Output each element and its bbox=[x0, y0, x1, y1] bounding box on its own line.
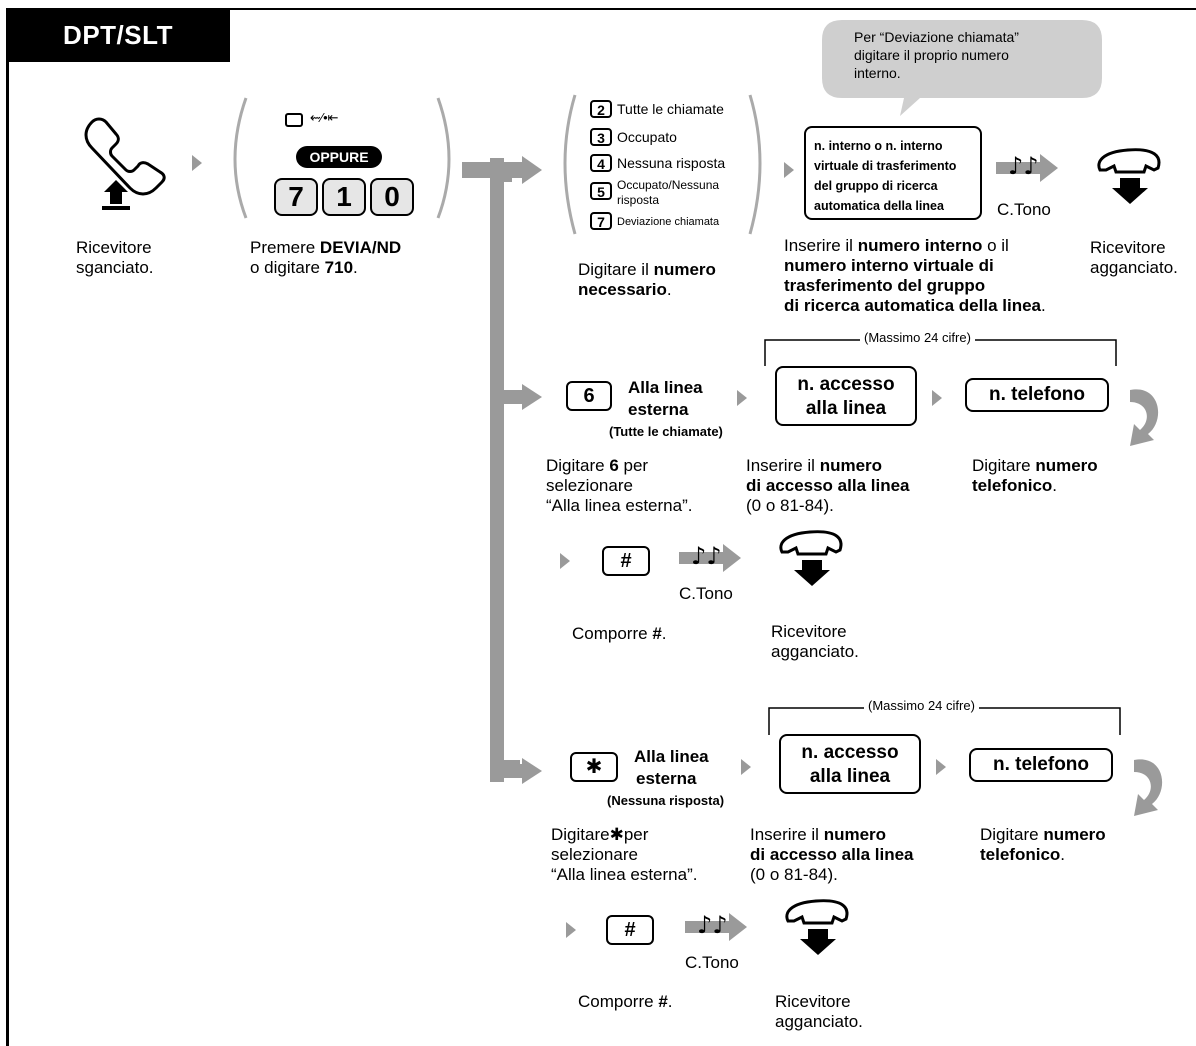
arrow-b6-2 bbox=[932, 390, 942, 406]
tone-arrow-1 bbox=[996, 154, 1058, 182]
ctono-label-2: C.Tono bbox=[679, 584, 733, 603]
ctono-label-1: C.Tono bbox=[997, 200, 1051, 219]
option-label-5: Occupato/Nessuna risposta bbox=[617, 178, 720, 207]
option-key-7[interactable]: 7 bbox=[590, 212, 612, 230]
phone-number-box-2[interactable]: n. telefono bbox=[969, 748, 1113, 782]
ctono-label-3: C.Tono bbox=[685, 953, 739, 972]
option-key-2[interactable]: 2 bbox=[590, 100, 612, 118]
phone-number-box-1[interactable]: n. telefono bbox=[965, 378, 1109, 412]
branch-star-label: Alla linea esterna bbox=[634, 747, 709, 788]
hangup-caption-1: Ricevitore agganciato. bbox=[1090, 238, 1178, 277]
extension-number-box[interactable]: n. interno o n. interno virtuale di tras… bbox=[804, 126, 982, 220]
handset-onhook-icon-3 bbox=[785, 899, 849, 955]
tone-note-icon-3: ♪♪ bbox=[697, 911, 728, 939]
devia-key-icon bbox=[285, 113, 303, 127]
arrow-opt bbox=[784, 162, 794, 178]
option-key-3[interactable]: 3 bbox=[590, 128, 612, 146]
branch-star-sub: (Nessuna risposta) bbox=[607, 793, 725, 808]
access-caption-1: Inserire il numero di accesso alla linea… bbox=[746, 456, 910, 515]
frame-top-border bbox=[6, 8, 1196, 10]
option-key-5[interactable]: 5 bbox=[590, 182, 612, 200]
phone-caption-2: Digitare numero telefonico. bbox=[980, 825, 1106, 864]
max-digits-label-1: (Massimo 24 cifre) bbox=[860, 330, 975, 345]
step2-caption: Premere DEVIA/ND o digitare 710. bbox=[250, 238, 402, 277]
phone-caption-1: Digitare numero telefonico. bbox=[972, 456, 1098, 495]
option-label-7: Deviazione chiamata bbox=[617, 216, 720, 228]
arrow-h2 bbox=[566, 922, 576, 938]
tone-arrow-2 bbox=[679, 544, 741, 572]
handset-offhook-icon bbox=[84, 117, 166, 210]
bubble-text: Per “Deviazione chiamata” digitare il pr… bbox=[854, 29, 1019, 81]
arrow-step1 bbox=[192, 155, 202, 171]
branch6-sub: (Tutte le chiamate) bbox=[609, 424, 723, 439]
step1-caption: Ricevitore sganciato. bbox=[76, 238, 154, 277]
handset-onhook-icon-2 bbox=[779, 530, 843, 586]
speech-bubble bbox=[822, 20, 1102, 116]
hangup-caption-2: Ricevitore agganciato. bbox=[771, 622, 859, 661]
tone-note-icon-1: ♪♪ bbox=[1008, 152, 1039, 180]
mode-tab: DPT/SLT bbox=[6, 8, 230, 62]
tone-note-icon-2: ♪♪ bbox=[691, 542, 722, 570]
branch6-label: Alla linea esterna bbox=[628, 378, 703, 419]
continue-arrow-icon-1 bbox=[1130, 389, 1159, 446]
option-key-4[interactable]: 4 bbox=[590, 154, 612, 172]
hangup-caption-3: Ricevitore agganciato. bbox=[775, 992, 863, 1031]
handset-onhook-icon-1 bbox=[1097, 148, 1161, 204]
key-6[interactable]: 6 bbox=[566, 381, 612, 411]
access-caption-2: Inserire il numero di accesso alla linea… bbox=[750, 825, 914, 884]
key-7[interactable]: 7 bbox=[274, 178, 318, 216]
arrow-h1 bbox=[560, 553, 570, 569]
options-caption: Digitare il numero necessario. bbox=[578, 260, 716, 299]
key-0[interactable]: 0 bbox=[370, 178, 414, 216]
star-key[interactable]: ✱ bbox=[570, 752, 618, 782]
hash-caption-1: Comporre #. bbox=[572, 624, 667, 643]
max-digits-label-2: (Massimo 24 cifre) bbox=[864, 698, 979, 713]
hash-key-2[interactable]: # bbox=[606, 915, 654, 945]
hash-caption-2: Comporre #. bbox=[578, 992, 673, 1011]
arrow-b7-1 bbox=[741, 759, 751, 775]
access-number-box-1[interactable]: n. accesso alla linea bbox=[775, 366, 917, 426]
hash-key-1[interactable]: # bbox=[602, 546, 650, 576]
branch6-caption: Digitare 6 per selezionare “Alla linea e… bbox=[546, 456, 693, 515]
arrow-b6-1 bbox=[737, 390, 747, 406]
oppure-badge: OPPURE bbox=[296, 146, 382, 168]
key-1[interactable]: 1 bbox=[322, 178, 366, 216]
option-label-4: Nessuna risposta bbox=[617, 155, 726, 171]
branch-star-caption: Digitare✱per selezionare “Alla linea est… bbox=[551, 825, 698, 884]
extension-caption: Inserire il numero interno o il numero i… bbox=[784, 236, 1046, 315]
continue-arrow-icon-2 bbox=[1134, 759, 1163, 816]
option-label-2: Tutte le chiamate bbox=[617, 101, 724, 117]
devia-symbol: ⇜⁄•⇤ bbox=[310, 110, 339, 125]
access-number-box-2[interactable]: n. accesso alla linea bbox=[779, 734, 921, 794]
option-label-3: Occupato bbox=[617, 129, 677, 145]
arrow-b7-2 bbox=[936, 759, 946, 775]
tone-arrow-3 bbox=[685, 913, 747, 941]
frame-left-border bbox=[6, 8, 9, 1046]
